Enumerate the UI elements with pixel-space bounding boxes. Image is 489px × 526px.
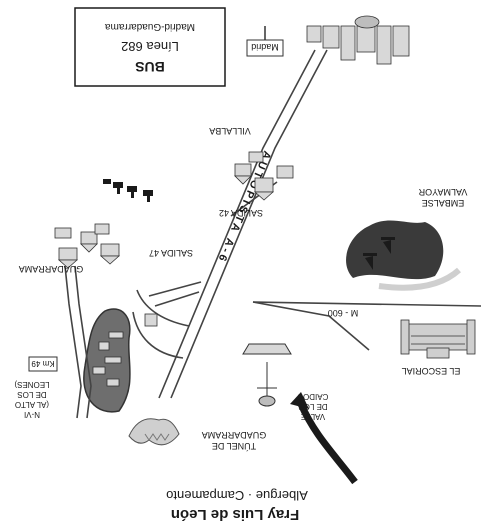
nvi-label-2: (AL ALTO [15, 400, 49, 409]
embalse-label-2: VALMAYOR [418, 187, 467, 197]
el-escorial-icon [400, 319, 476, 359]
bus-info-box: BUS Línea 682 Madrid-Guadarrama [74, 7, 226, 87]
horse-riders-icon [103, 179, 153, 202]
km49-label: Km 49 [31, 359, 55, 368]
salida-42-label: SALIDA 42 [219, 208, 263, 218]
map-subtitle: Albergue · Campamento [166, 488, 308, 503]
embalse-label-1: EMBALSE [422, 198, 465, 208]
m600-label: M - 600 [328, 308, 359, 318]
valle-label-2: DE LOS [298, 402, 327, 411]
direction-arrowhead [290, 392, 309, 409]
tunnel-icon [128, 418, 180, 446]
bus-heading: BUS [135, 59, 165, 75]
embalse-shore [378, 267, 462, 291]
guadarrama-town-icon [54, 223, 158, 327]
villalba-town-icon [234, 151, 294, 201]
nvi-label-3: DE LOS [17, 390, 46, 399]
guadarrama-label: GUADARRAMA [19, 264, 84, 274]
el-escorial-label: EL ESCORIAL [402, 366, 461, 376]
valle-label-3: CAIDOS [298, 392, 329, 401]
embalse-water [346, 220, 444, 280]
tunnel-label-2: GUADARRAMA [202, 430, 267, 440]
madrid-label: Madrid [251, 42, 279, 52]
map-title: Fray Luis de León [171, 506, 299, 523]
bus-line: Línea 682 [121, 39, 179, 54]
tunnel-label-1: TÚNEL DE [212, 441, 256, 451]
nvi-label-4: LEONES) [14, 380, 49, 389]
villalba-label: VILLALBA [209, 126, 251, 136]
salida-47-label: SALIDA 47 [149, 248, 193, 258]
sailboat-icons [363, 237, 395, 270]
camp-buildings [92, 331, 124, 387]
madrid-city-icon [306, 15, 410, 65]
km49-box [28, 356, 58, 372]
valle-caidos-icon [242, 343, 292, 407]
valle-label-1: VALLE [301, 412, 325, 421]
roads [64, 49, 482, 419]
bus-route: Madrid-Guadarrama [105, 21, 195, 32]
direction-arrow [297, 402, 358, 485]
nvi-label-1: N-VI [24, 410, 40, 419]
